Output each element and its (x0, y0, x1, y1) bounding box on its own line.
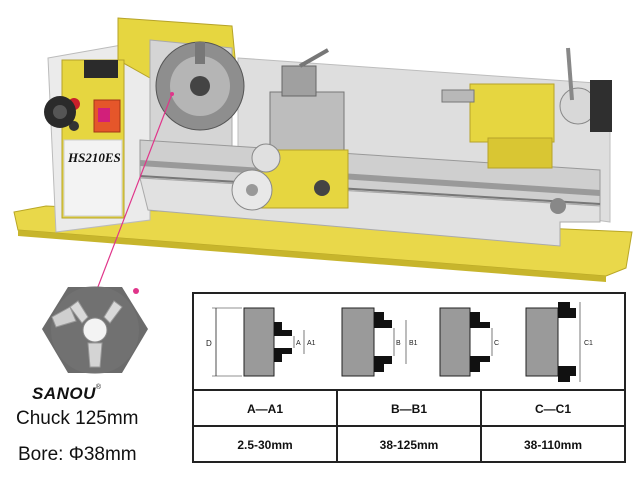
label-a1: A1 (307, 340, 316, 347)
label-c: C (494, 340, 499, 347)
value-c-c1: 38-110mm (480, 427, 624, 463)
label-b1: B1 (409, 340, 418, 347)
jaw-diagrams: D A A1 B B1 C (206, 302, 593, 382)
table-value-row: 2.5-30mm 38-125mm 38-110mm (194, 425, 624, 463)
diagram-c: C (439, 307, 499, 377)
table-header-row: A—A1 B—B1 C—C1 (194, 389, 624, 427)
header-b-b1: B—B1 (336, 391, 480, 427)
value-a-a1: 2.5-30mm (237, 438, 293, 452)
value-b-b1: 38-125mm (336, 427, 480, 463)
label-b: B (396, 340, 401, 347)
chuck-size-text: Chuck 125mm (16, 408, 139, 429)
clamping-range-table: D A A1 B B1 C (192, 292, 626, 463)
label-d: D (206, 339, 212, 348)
label-c1: C1 (584, 340, 593, 347)
brand-logo: SANOU® (32, 384, 102, 403)
diagram-c1: C1 (525, 302, 593, 382)
header-a-a1: A—A1 (246, 402, 283, 416)
model-label: HS210ES (67, 150, 121, 165)
lathe-image: HS210ES (13, 17, 633, 290)
diagram-a-a1: D A A1 (206, 307, 316, 377)
bore-size-text: Bore: Φ38mm (18, 444, 137, 465)
diagram-b-b1: B B1 (341, 307, 418, 377)
label-a: A (296, 340, 301, 347)
chuck-front-view (42, 286, 148, 374)
header-c-c1: C—C1 (480, 391, 624, 427)
